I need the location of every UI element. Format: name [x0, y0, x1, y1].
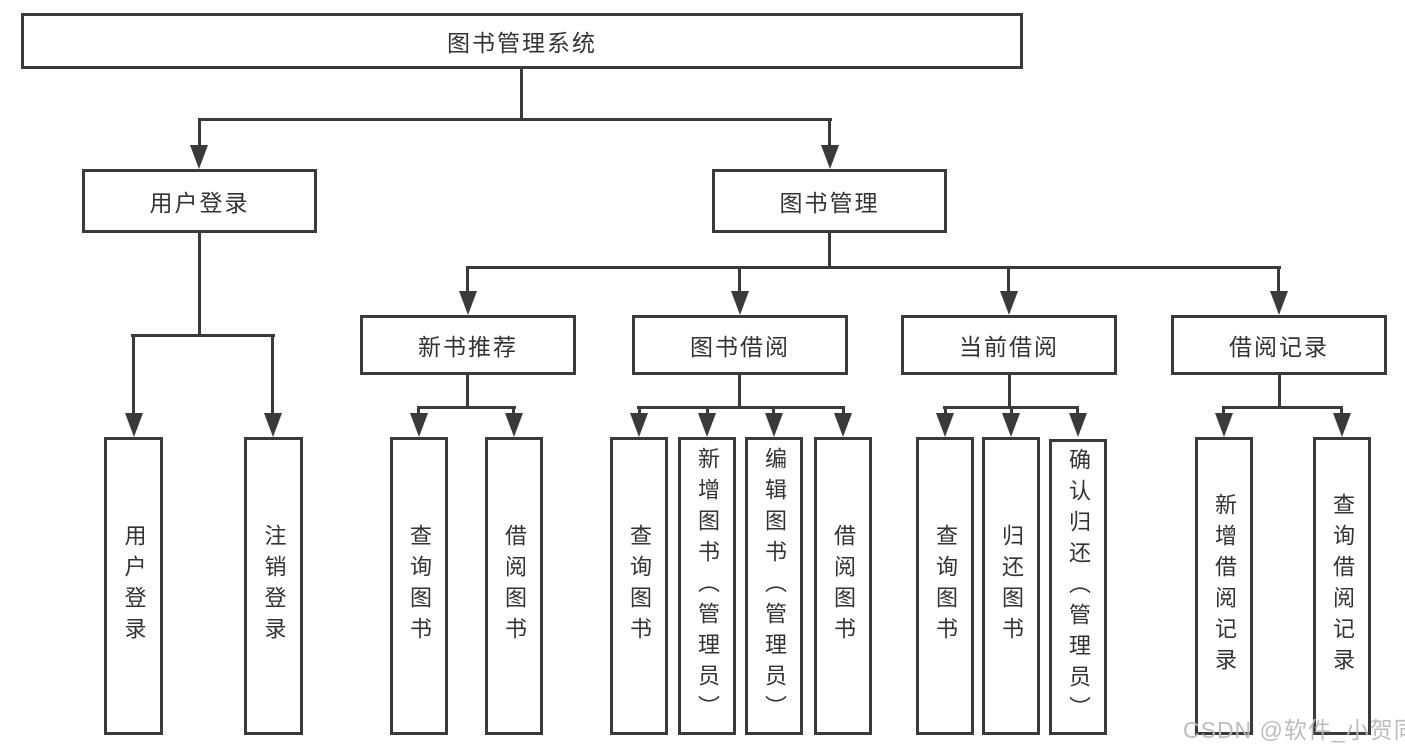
connector-level1-rail: [198, 118, 832, 121]
connector-to-leaf: [842, 406, 845, 416]
connector-to-leaf: [638, 406, 641, 416]
node-label: 归还图书: [999, 524, 1024, 648]
arrow-down-icon: [1002, 413, 1020, 437]
arrow-down-icon: [1215, 413, 1233, 437]
connector-group-stem: [738, 375, 741, 408]
arrow-down-icon: [1069, 413, 1087, 437]
node-label: 借阅图书: [502, 524, 527, 648]
connector-to-leaf: [772, 406, 775, 416]
connector-to-leaf: [512, 406, 515, 416]
connector-to-leaf: [1340, 406, 1343, 416]
leaf-query-books: 查询图书: [610, 437, 668, 735]
node-book-management: 图书管理: [712, 169, 947, 233]
node-label: 查询图书: [933, 524, 958, 648]
connector-to-leaf: [132, 334, 135, 415]
node-new-book-recommend: 新书推荐: [360, 315, 576, 375]
arrow-down-icon: [1333, 413, 1351, 437]
connector-group-rail: [637, 406, 845, 409]
node-label: 当前借阅: [959, 334, 1059, 360]
node-label: 借阅图书: [831, 524, 856, 648]
arrow-down-icon: [731, 291, 749, 315]
node-label: 查询图书: [407, 524, 432, 648]
leaf-borrow-books: 借阅图书: [485, 437, 543, 735]
node-label: 图书管理系统: [447, 30, 597, 56]
arrow-down-icon: [936, 413, 954, 437]
arrow-down-icon: [410, 413, 428, 437]
leaf-user-login: 用户登录: [104, 437, 163, 735]
connector-to-leaf: [1222, 406, 1225, 416]
connector-group-stem: [1278, 375, 1281, 408]
arrow-down-icon: [834, 413, 852, 437]
node-label: 用户登录: [121, 524, 147, 648]
connector-user-login-rail: [131, 334, 275, 337]
connector-to-borrowing-records: [1277, 266, 1280, 293]
connector-to-leaf: [706, 406, 709, 416]
node-label: 新增图书（管理员）: [695, 446, 720, 726]
leaf-add-borrow-record: 新增借阅记录: [1195, 437, 1253, 735]
arrow-down-icon: [698, 413, 716, 437]
leaf-borrow-books: 借阅图书: [814, 437, 872, 735]
arrow-down-icon: [1000, 291, 1018, 315]
connector-to-new-book: [466, 266, 469, 293]
node-label: 注销登录: [261, 524, 287, 648]
node-label: 图书管理: [779, 190, 880, 216]
connector-group-stem: [1008, 375, 1011, 408]
connector-group-rail: [417, 406, 516, 409]
leaf-edit-books-admin: 编辑图书（管理员）: [745, 437, 803, 735]
node-borrowing-records: 借阅记录: [1171, 315, 1387, 375]
connector-to-book-borrowing: [738, 266, 741, 293]
arrow-down-icon: [459, 291, 477, 315]
connector-to-leaf: [417, 406, 420, 416]
node-library-management-system: 图书管理系统: [21, 13, 1023, 69]
node-label: 用户登录: [149, 190, 250, 216]
connector-book-mgmt-stem: [828, 233, 831, 268]
leaf-confirm-return-admin: 确认归还（管理员）: [1049, 439, 1107, 735]
node-label: 图书借阅: [690, 334, 790, 360]
connector-level2-rail: [466, 266, 1281, 269]
connector-user-login-stem: [198, 233, 201, 336]
leaf-query-books: 查询图书: [916, 437, 974, 735]
node-label: 新增借阅记录: [1212, 493, 1237, 679]
leaf-query-books: 查询图书: [390, 437, 448, 735]
node-label: 编辑图书（管理员）: [762, 446, 787, 726]
connector-to-user-login: [198, 118, 201, 148]
leaf-query-borrow-record: 查询借阅记录: [1313, 437, 1371, 735]
csdn-watermark: CSDN @软件_小贺同学: [1183, 717, 1405, 743]
arrow-down-icon: [765, 413, 783, 437]
node-current-borrowing: 当前借阅: [901, 315, 1117, 375]
arrow-down-icon: [505, 413, 523, 437]
arrow-down-icon: [264, 413, 282, 437]
connector-to-book-management: [828, 118, 831, 148]
connector-to-leaf: [271, 334, 274, 415]
connector-to-leaf: [1076, 406, 1079, 416]
connector-group-stem: [466, 375, 469, 408]
arrow-down-icon: [630, 413, 648, 437]
connector-to-leaf: [944, 406, 947, 416]
node-user-login: 用户登录: [82, 169, 317, 233]
leaf-logout-login: 注销登录: [244, 437, 303, 735]
node-label: 借阅记录: [1229, 334, 1329, 360]
connector-group-rail: [1222, 406, 1343, 409]
arrow-down-icon: [1270, 291, 1288, 315]
node-label: 查询图书: [627, 524, 652, 648]
connector-to-current-borrowing: [1007, 266, 1010, 293]
connector-to-leaf: [1010, 406, 1013, 416]
node-label: 确认归还（管理员）: [1066, 447, 1091, 727]
node-book-borrowing: 图书借阅: [632, 315, 848, 375]
arrow-down-icon: [190, 145, 208, 169]
node-label: 查询借阅记录: [1330, 493, 1355, 679]
node-label: 新书推荐: [418, 334, 518, 360]
arrow-down-icon: [125, 413, 143, 437]
leaf-add-books-admin: 新增图书（管理员）: [678, 437, 736, 735]
connector-root-stem: [520, 69, 523, 120]
arrow-down-icon: [821, 145, 839, 169]
leaf-return-books: 归还图书: [982, 437, 1040, 735]
